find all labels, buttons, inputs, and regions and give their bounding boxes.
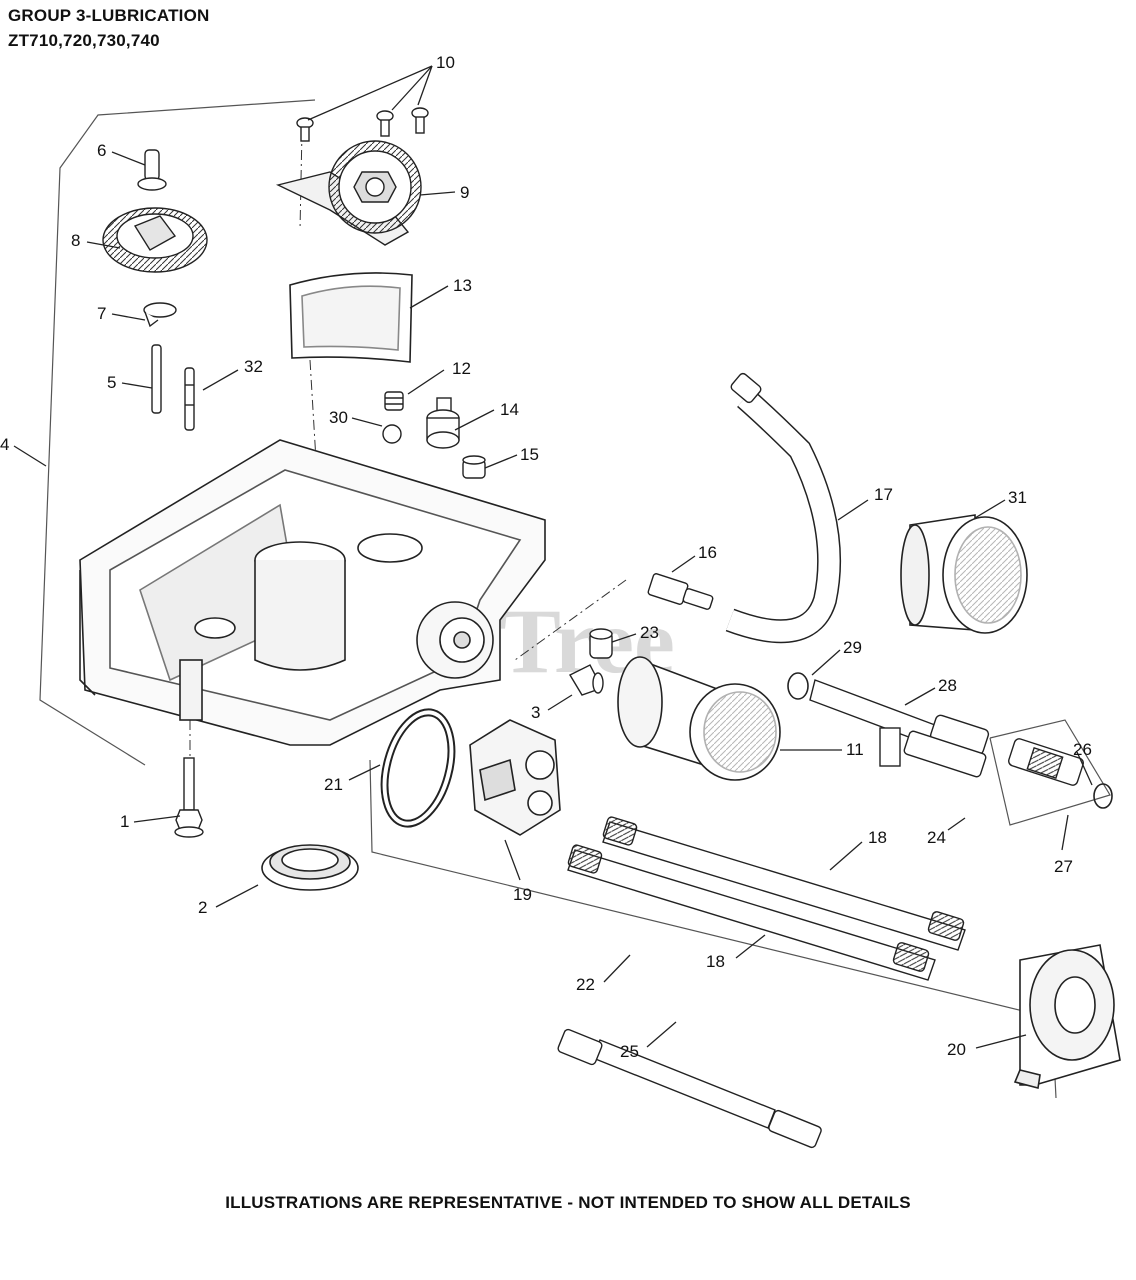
part-14-sensor bbox=[426, 397, 460, 449]
part-7-washer bbox=[143, 302, 177, 328]
callout-15: 15 bbox=[520, 445, 539, 464]
callout-8: 8 bbox=[71, 231, 80, 250]
part-10-screws bbox=[296, 107, 429, 142]
part-1-bolt bbox=[174, 757, 204, 838]
part-21-o-ring bbox=[380, 708, 456, 828]
callout-19: 19 bbox=[513, 885, 532, 904]
part-17-hose bbox=[725, 372, 842, 644]
callout-9: 9 bbox=[460, 183, 469, 202]
callout-16: 16 bbox=[698, 543, 717, 562]
callout-17: 17 bbox=[874, 485, 893, 504]
part-13-screen bbox=[289, 272, 413, 363]
callout-31: 31 bbox=[1008, 488, 1027, 507]
callout-3: 3 bbox=[531, 703, 540, 722]
part-8-gear bbox=[102, 207, 208, 273]
part-11-oil-filter bbox=[617, 656, 781, 781]
callout-30: 30 bbox=[329, 408, 348, 427]
callout-14: 14 bbox=[500, 400, 519, 419]
part-29-clamp bbox=[787, 672, 809, 700]
part-15-plug bbox=[462, 455, 486, 479]
callout-26: 26 bbox=[1073, 740, 1092, 759]
group-boundary-left bbox=[39, 99, 316, 766]
part-9-oil-pump bbox=[275, 140, 422, 246]
part-12-spring bbox=[384, 391, 404, 411]
part-24-tee bbox=[879, 727, 987, 778]
callout-12: 12 bbox=[452, 359, 471, 378]
part-2-seal bbox=[261, 844, 359, 891]
callout-23: 23 bbox=[640, 623, 659, 642]
callout-7: 7 bbox=[97, 304, 106, 323]
part-31-filter bbox=[900, 514, 1028, 634]
exploded-parts-diagram: PartsTree bbox=[0, 53, 1121, 1149]
part-16-fitting bbox=[647, 573, 714, 610]
part-4-sump-housing bbox=[79, 439, 546, 746]
part-26-clamp bbox=[1093, 783, 1113, 809]
part-18-hose-upper bbox=[602, 816, 966, 951]
callout-labels: 1 2 3 4 5 6 7 8 9 10 11 12 13 14 15 16 1… bbox=[0, 53, 1092, 1061]
model-list: ZT710,720,730,740 bbox=[8, 31, 160, 50]
part-18-hose-lower bbox=[567, 844, 936, 981]
callout-28: 28 bbox=[938, 676, 957, 695]
illustration-disclaimer: ILLUSTRATIONS ARE REPRESENTATIVE - NOT I… bbox=[225, 1193, 911, 1212]
part-3-fitting bbox=[569, 664, 604, 696]
callout-5: 5 bbox=[107, 373, 116, 392]
part-27-screen bbox=[1008, 738, 1084, 786]
part-6-pin bbox=[137, 149, 167, 191]
callout-18b: 18 bbox=[706, 952, 725, 971]
part-5-pin bbox=[151, 344, 162, 414]
callout-18a: 18 bbox=[868, 828, 887, 847]
callout-29: 29 bbox=[843, 638, 862, 657]
part-30-ball bbox=[382, 424, 402, 444]
diagram-title: GROUP 3-LUBRICATION bbox=[8, 6, 210, 25]
callout-21: 21 bbox=[324, 775, 343, 794]
callout-11: 11 bbox=[846, 740, 864, 759]
callout-leaders bbox=[13, 65, 1093, 1049]
callout-22: 22 bbox=[576, 975, 595, 994]
callout-10: 10 bbox=[436, 53, 455, 72]
part-25-hose bbox=[557, 1028, 822, 1149]
callout-4: 4 bbox=[0, 435, 9, 454]
callout-27: 27 bbox=[1054, 857, 1073, 876]
callout-20: 20 bbox=[947, 1040, 966, 1059]
callout-24: 24 bbox=[927, 828, 946, 847]
part-19-adapter bbox=[469, 719, 561, 836]
alignment-axis bbox=[189, 129, 627, 760]
part-20-filter-base bbox=[1013, 944, 1121, 1089]
callout-32: 32 bbox=[244, 357, 263, 376]
part-32-pin bbox=[184, 367, 195, 431]
callout-25: 25 bbox=[620, 1042, 639, 1061]
callout-6: 6 bbox=[97, 141, 106, 160]
part-23-fitting bbox=[589, 628, 613, 659]
callout-2: 2 bbox=[198, 898, 207, 917]
callout-13: 13 bbox=[453, 276, 472, 295]
callout-1: 1 bbox=[120, 812, 129, 831]
